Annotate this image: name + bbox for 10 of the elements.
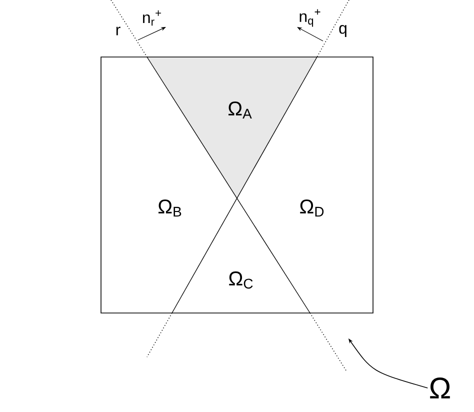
domain-square: [100, 56, 374, 314]
normal-label: n$_{r}$+: [143, 10, 161, 26]
line-label: q: [339, 25, 346, 37]
region-label: Ω$_{A}$: [228, 102, 252, 118]
omega-label: Ω: [430, 378, 450, 398]
region-label: Ω$_{C}$: [229, 271, 253, 289]
line-label: r: [116, 26, 120, 36]
region-label: Ω$_{D}$: [300, 200, 324, 216]
normal-label: n$_{q}$+: [300, 9, 320, 27]
region-label: Ω$_{B}$: [158, 200, 182, 216]
